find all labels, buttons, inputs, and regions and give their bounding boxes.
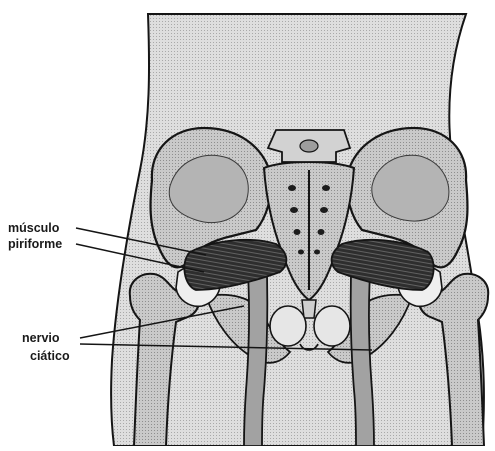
label-muscle-line1: músculo <box>8 221 59 236</box>
right-obturator-foramen <box>314 306 350 346</box>
left-obturator-foramen <box>270 306 306 346</box>
label-nerve-line2: ciático <box>30 349 70 364</box>
label-nerve-line1: nervio <box>22 331 60 346</box>
vertebral-process <box>300 140 318 152</box>
label-muscle-line2: piriforme <box>8 237 62 252</box>
